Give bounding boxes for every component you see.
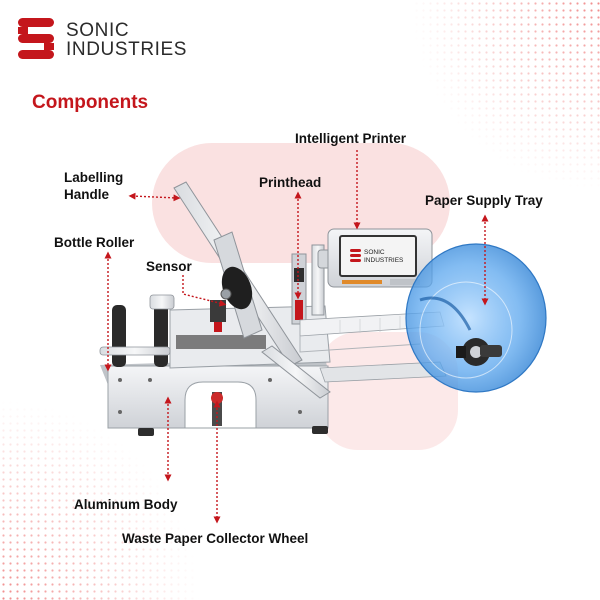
label-sensor: Sensor (146, 259, 192, 274)
handle-grip (221, 266, 253, 310)
paper-supply-reel (405, 243, 547, 393)
printer-screen-text-line1: SONIC (364, 249, 385, 256)
label-paper-supply-tray: Paper Supply Tray (425, 193, 543, 208)
printer-screen-logo-icon (350, 249, 361, 262)
bottle-roller-right (154, 303, 168, 367)
page-title: Components (32, 92, 149, 113)
brand-logo: SONIC INDUSTRIES (18, 18, 186, 64)
printer-screen (339, 235, 417, 277)
waste-paper-wheel-hub (211, 392, 223, 404)
bottle-roller-left (112, 305, 126, 367)
label-bottle-roller: Bottle Roller (54, 235, 135, 250)
label-waste-paper-collector-wheel: Waste Paper Collector Wheel (122, 531, 309, 546)
printer-screen-text-line2: INDUSTRIES (364, 257, 404, 264)
label-printhead: Printhead (259, 175, 322, 190)
label-labelling-handle-line2: Handle (64, 187, 110, 202)
label-aluminum-body: Aluminum Body (74, 497, 178, 512)
sonic-logo-icon (18, 18, 54, 59)
label-labelling-handle-line1: Labelling (64, 170, 124, 185)
brand-name-line2: INDUSTRIES (66, 39, 188, 60)
leader-lines (104, 150, 489, 524)
label-intelligent-printer: Intelligent Printer (295, 131, 407, 146)
brand-name-line1: SONIC (66, 20, 130, 41)
